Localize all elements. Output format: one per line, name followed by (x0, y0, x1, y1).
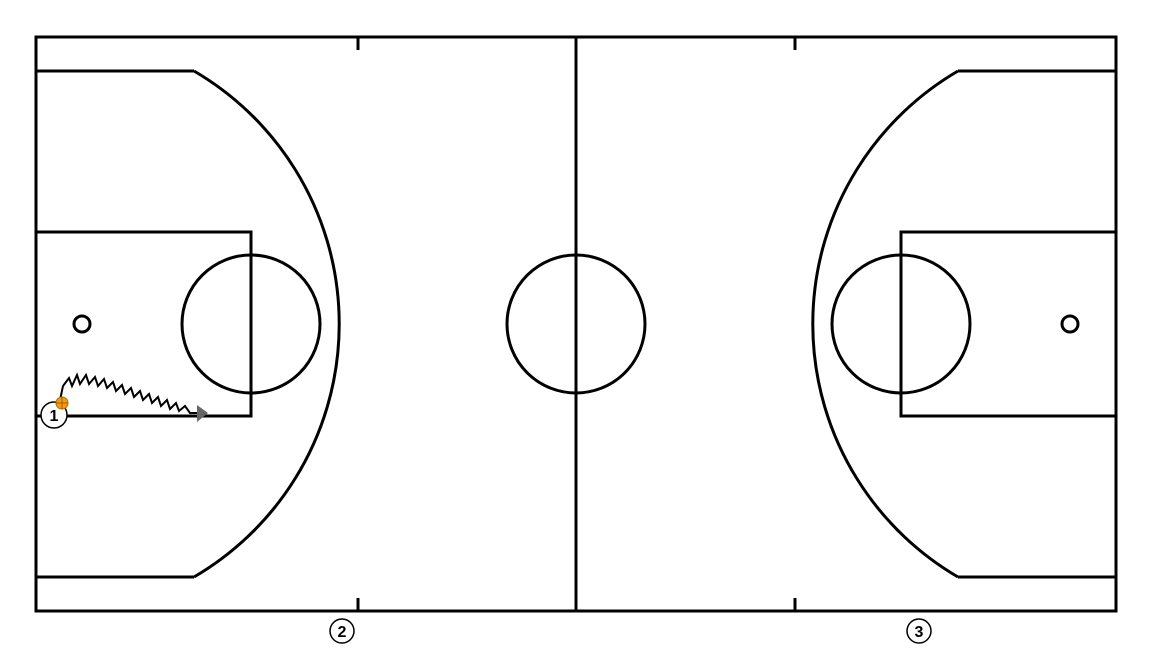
center-circle (505, 253, 647, 395)
right-key (899, 230, 1118, 418)
player-1-label: 1 (50, 408, 59, 425)
left-free-throw-circle (180, 253, 322, 395)
right-free-throw-circle (830, 253, 972, 395)
player-2[interactable]: 2 (329, 618, 355, 644)
player-3-label: 3 (915, 624, 924, 641)
right-three-point-arc (811, 69, 959, 579)
left-three-point-arc (193, 69, 341, 579)
basketball-icon (55, 396, 69, 410)
player-2-circle (329, 618, 355, 644)
player-3[interactable]: 3 (906, 618, 932, 644)
dribble-path (59, 372, 200, 414)
player-2-label: 2 (338, 624, 347, 641)
right-half (811, 69, 1118, 579)
dribble-arrowhead (197, 405, 208, 422)
left-half (34, 69, 341, 579)
left-key (34, 230, 253, 418)
player-3-circle (906, 618, 932, 644)
left-basket (72, 314, 92, 334)
right-basket (1060, 314, 1080, 334)
